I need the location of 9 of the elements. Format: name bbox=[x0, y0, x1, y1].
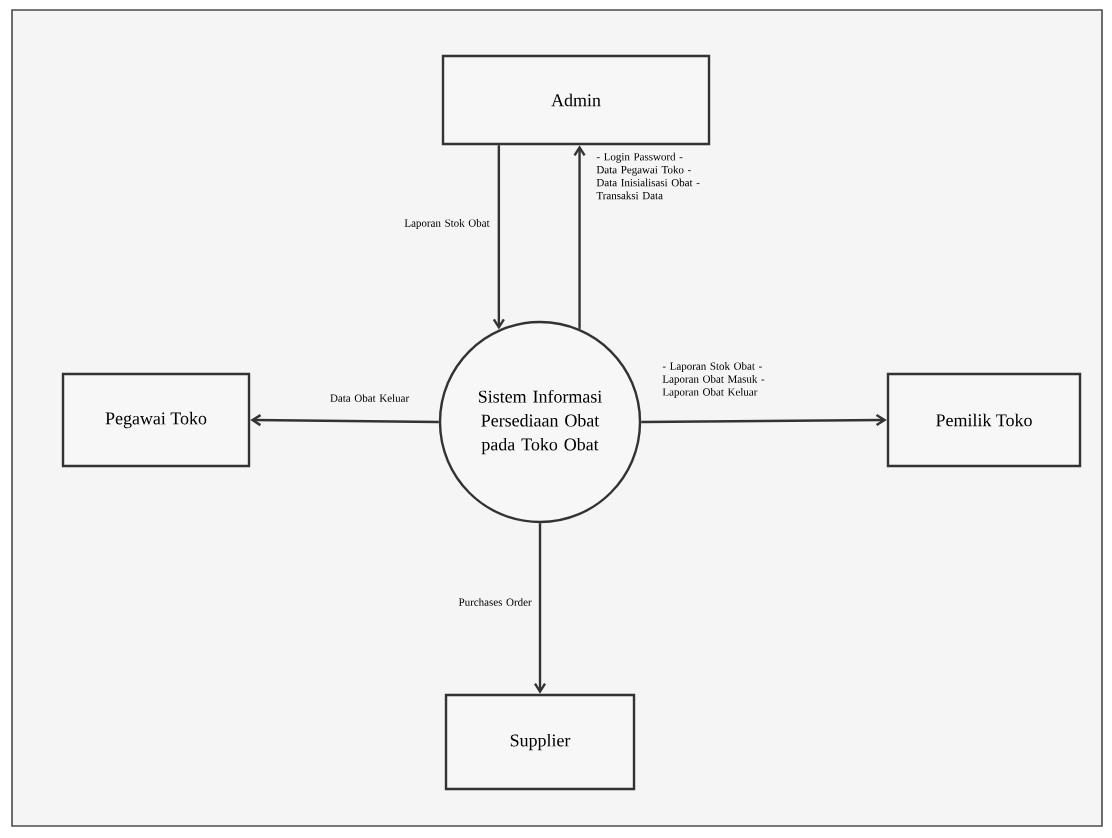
arrow bbox=[534, 523, 547, 694]
entity-box: Pemilik Toko bbox=[886, 372, 1082, 468]
arrow bbox=[492, 145, 505, 330]
entity-box: Pegawai Toko bbox=[61, 372, 251, 468]
arrow bbox=[250, 414, 439, 427]
arrow bbox=[641, 414, 887, 427]
entity-box: Supplier bbox=[444, 693, 636, 791]
entity-box: Admin bbox=[441, 54, 711, 146]
arrow bbox=[573, 145, 586, 329]
